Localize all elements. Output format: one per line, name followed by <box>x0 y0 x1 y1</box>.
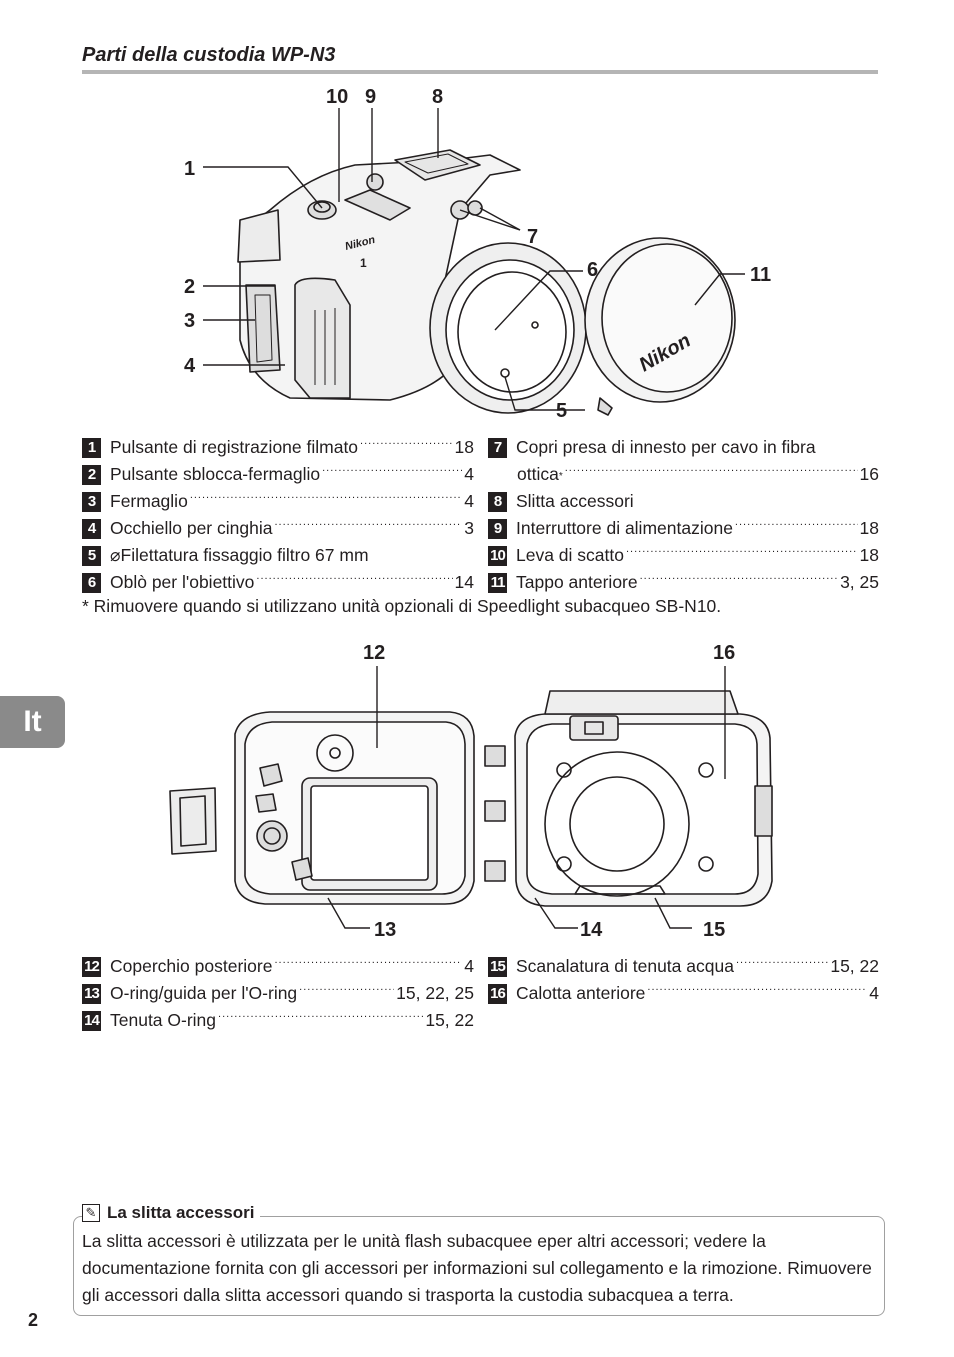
part-label: Interruttore di alimentazione <box>516 518 733 538</box>
callout-1: 1 <box>184 158 195 180</box>
part-page: 15, 22 <box>425 1010 474 1030</box>
part-number: 8 <box>488 491 507 512</box>
part-number: 12 <box>82 956 101 977</box>
parts-list-top-right: 7 Copri presa di innesto per cavo in fib… <box>488 434 879 596</box>
part-page: 4 <box>464 956 474 976</box>
part-number: 9 <box>488 518 507 539</box>
part-row: 9 Interruttore di alimentazione 18 <box>488 515 879 542</box>
callout-5: 5 <box>556 400 567 422</box>
part-label: Fermaglio <box>110 491 188 511</box>
part-page: 15, 22, 25 <box>396 983 474 1003</box>
part-number: 6 <box>82 572 101 593</box>
part-number: 2 <box>82 464 101 485</box>
callout-6: 6 <box>587 259 598 281</box>
part-label: Tappo anteriore <box>516 572 638 592</box>
part-page: 18 <box>859 545 879 565</box>
part-page: 14 <box>454 572 474 592</box>
part-row: 10 Leva di scatto 18 <box>488 542 879 569</box>
callout-12: 12 <box>363 642 385 664</box>
part-number: 7 <box>488 437 507 458</box>
part-label: Tenuta O-ring <box>110 1010 217 1030</box>
callout-11: 11 <box>750 264 771 286</box>
callout-9: 9 <box>365 86 376 108</box>
part-row: 3 Fermaglio 4 <box>82 488 474 515</box>
page-title: Parti della custodia WP-N3 <box>82 44 878 74</box>
part-number: 11 <box>488 572 507 593</box>
callout-16: 16 <box>713 642 735 664</box>
part-row: 5 ⌀Filettatura fissaggio filtro 67 mm <box>82 542 474 569</box>
part-label-continued: ottica <box>517 464 559 484</box>
camera-model-mark: 1 <box>360 256 367 270</box>
footnote: * Rimuovere quando si utilizzano unità o… <box>82 596 722 616</box>
callout-2: 2 <box>184 276 195 298</box>
part-row: 4 Occhiello per cinghia 3 <box>82 515 474 542</box>
part-row: 12 Coperchio posteriore 4 <box>82 953 474 980</box>
callout-7: 7 <box>527 226 538 248</box>
housing-open-illustration: 12 16 13 14 15 <box>169 642 773 941</box>
part-number: 5 <box>82 545 101 566</box>
page-number: 2 <box>28 1310 39 1330</box>
part-number: 3 <box>82 491 101 512</box>
pencil-icon: ✎ <box>82 1204 100 1222</box>
note-title: ✎ La slitta accessori <box>82 1203 261 1223</box>
callout-13: 13 <box>374 919 396 941</box>
part-row: 14 Tenuta O-ring 15, 22 <box>82 1007 474 1034</box>
part-label: ⌀Filettatura fissaggio filtro 67 mm <box>110 545 369 565</box>
callout-8: 8 <box>432 86 443 108</box>
callout-14: 14 <box>580 919 603 941</box>
part-number: 1 <box>82 437 101 458</box>
part-label: Oblò per l'obiettivo <box>110 572 255 592</box>
part-label: Slitta accessori <box>516 491 634 511</box>
callout-4: 4 <box>184 355 196 377</box>
part-label: Occhiello per cinghia <box>110 518 273 538</box>
part-row: 13 O-ring/guida per l'O-ring 15, 22, 25 <box>82 980 474 1007</box>
part-page: 3, 25 <box>840 572 879 592</box>
parts-list-bottom-right: 15 Scanalatura di tenuta acqua 15, 22 16 Cal… <box>488 953 879 1007</box>
part-row: 15 Scanalatura di tenuta acqua 15, 22 <box>488 953 879 980</box>
language-tab: It <box>0 696 65 748</box>
part-page: 15, 22 <box>830 956 879 976</box>
part-label: O-ring/guida per l'O-ring <box>110 983 298 1003</box>
note-box <box>73 1216 885 1316</box>
part-label: Calotta anteriore <box>516 983 646 1003</box>
part-page: 4 <box>869 983 879 1003</box>
note-title-text: La slitta accessori <box>107 1203 255 1222</box>
callout-3: 3 <box>184 310 195 332</box>
callout-15: 15 <box>703 919 725 941</box>
part-row: 11 Tappo anteriore 3, 25 <box>488 569 879 596</box>
part-row: 8 Slitta accessori <box>488 488 879 515</box>
part-page: 3 <box>464 518 474 538</box>
housing-front-illustration: Nikon 1 Nikon 1 10 9 8 7 6 11 2 3 4 5 <box>184 86 771 422</box>
part-label: Pulsante di registrazione filmato <box>110 437 359 457</box>
part-row: 1 Pulsante di registrazione filmato 18 <box>82 434 474 461</box>
part-page: 18 <box>859 518 879 538</box>
part-number: 13 <box>82 983 101 1004</box>
parts-list-top-left: 1 Pulsante di registrazione filmato 18 2 Pul… <box>82 434 474 596</box>
part-row: 2 Pulsante sblocca-fermaglio 4 <box>82 461 474 488</box>
part-number: 16 <box>488 983 507 1004</box>
part-page: 18 <box>454 437 474 457</box>
footnote-mark: * <box>558 471 563 482</box>
part-page: 16 <box>859 464 879 484</box>
part-row: 6 Oblò per l'obiettivo 14 <box>82 569 474 596</box>
part-page: 4 <box>464 464 474 484</box>
part-number: 14 <box>82 1010 101 1031</box>
part-number: 4 <box>82 518 101 539</box>
part-label: Coperchio posteriore <box>110 956 273 976</box>
part-label: Pulsante sblocca-fermaglio <box>110 464 321 484</box>
part-label: Scanalatura di tenuta acqua <box>516 956 734 976</box>
part-number: 10 <box>488 545 507 566</box>
callout-10: 10 <box>326 86 348 108</box>
parts-list-bottom-left: 12 Coperchio posteriore 4 13 O-ring/guida pe… <box>82 953 474 1034</box>
note-body: La slitta accessori è utilizzata per le … <box>82 1231 872 1305</box>
part-label: Leva di scatto <box>516 545 624 565</box>
part-page: 4 <box>464 491 474 511</box>
part-label: Copri presa di innesto per cavo in fibra <box>516 437 816 457</box>
part-number: 15 <box>488 956 507 977</box>
part-row: 16 Calotta anteriore 4 <box>488 980 879 1007</box>
